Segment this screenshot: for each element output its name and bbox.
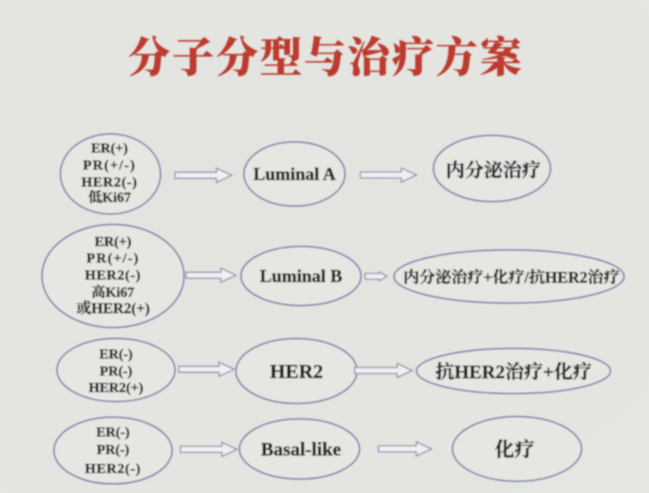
svg-text:ER(+): ER(+) bbox=[91, 142, 128, 157]
svg-text:Luminal A: Luminal A bbox=[253, 164, 336, 184]
svg-text:Luminal B: Luminal B bbox=[260, 266, 343, 286]
svg-text:ER(-): ER(-) bbox=[96, 426, 130, 441]
svg-text:PR(-): PR(-) bbox=[97, 443, 130, 458]
svg-text:HER2(-): HER2(-) bbox=[81, 175, 137, 190]
svg-text:HER2(+): HER2(+) bbox=[89, 381, 144, 396]
svg-text:ER(+): ER(+) bbox=[95, 235, 132, 250]
svg-text:PR(+/-): PR(+/-) bbox=[87, 252, 140, 267]
svg-text:HER2: HER2 bbox=[270, 361, 323, 383]
svg-text:Basal-like: Basal-like bbox=[261, 439, 341, 460]
svg-text:PR(+/-): PR(+/-) bbox=[83, 159, 136, 174]
svg-text:ER(-): ER(-) bbox=[99, 348, 133, 363]
svg-text:HER2(-): HER2(-) bbox=[85, 462, 141, 477]
svg-text:PR(-): PR(-) bbox=[100, 364, 133, 379]
svg-text:HER2(-): HER2(-) bbox=[85, 269, 141, 284]
